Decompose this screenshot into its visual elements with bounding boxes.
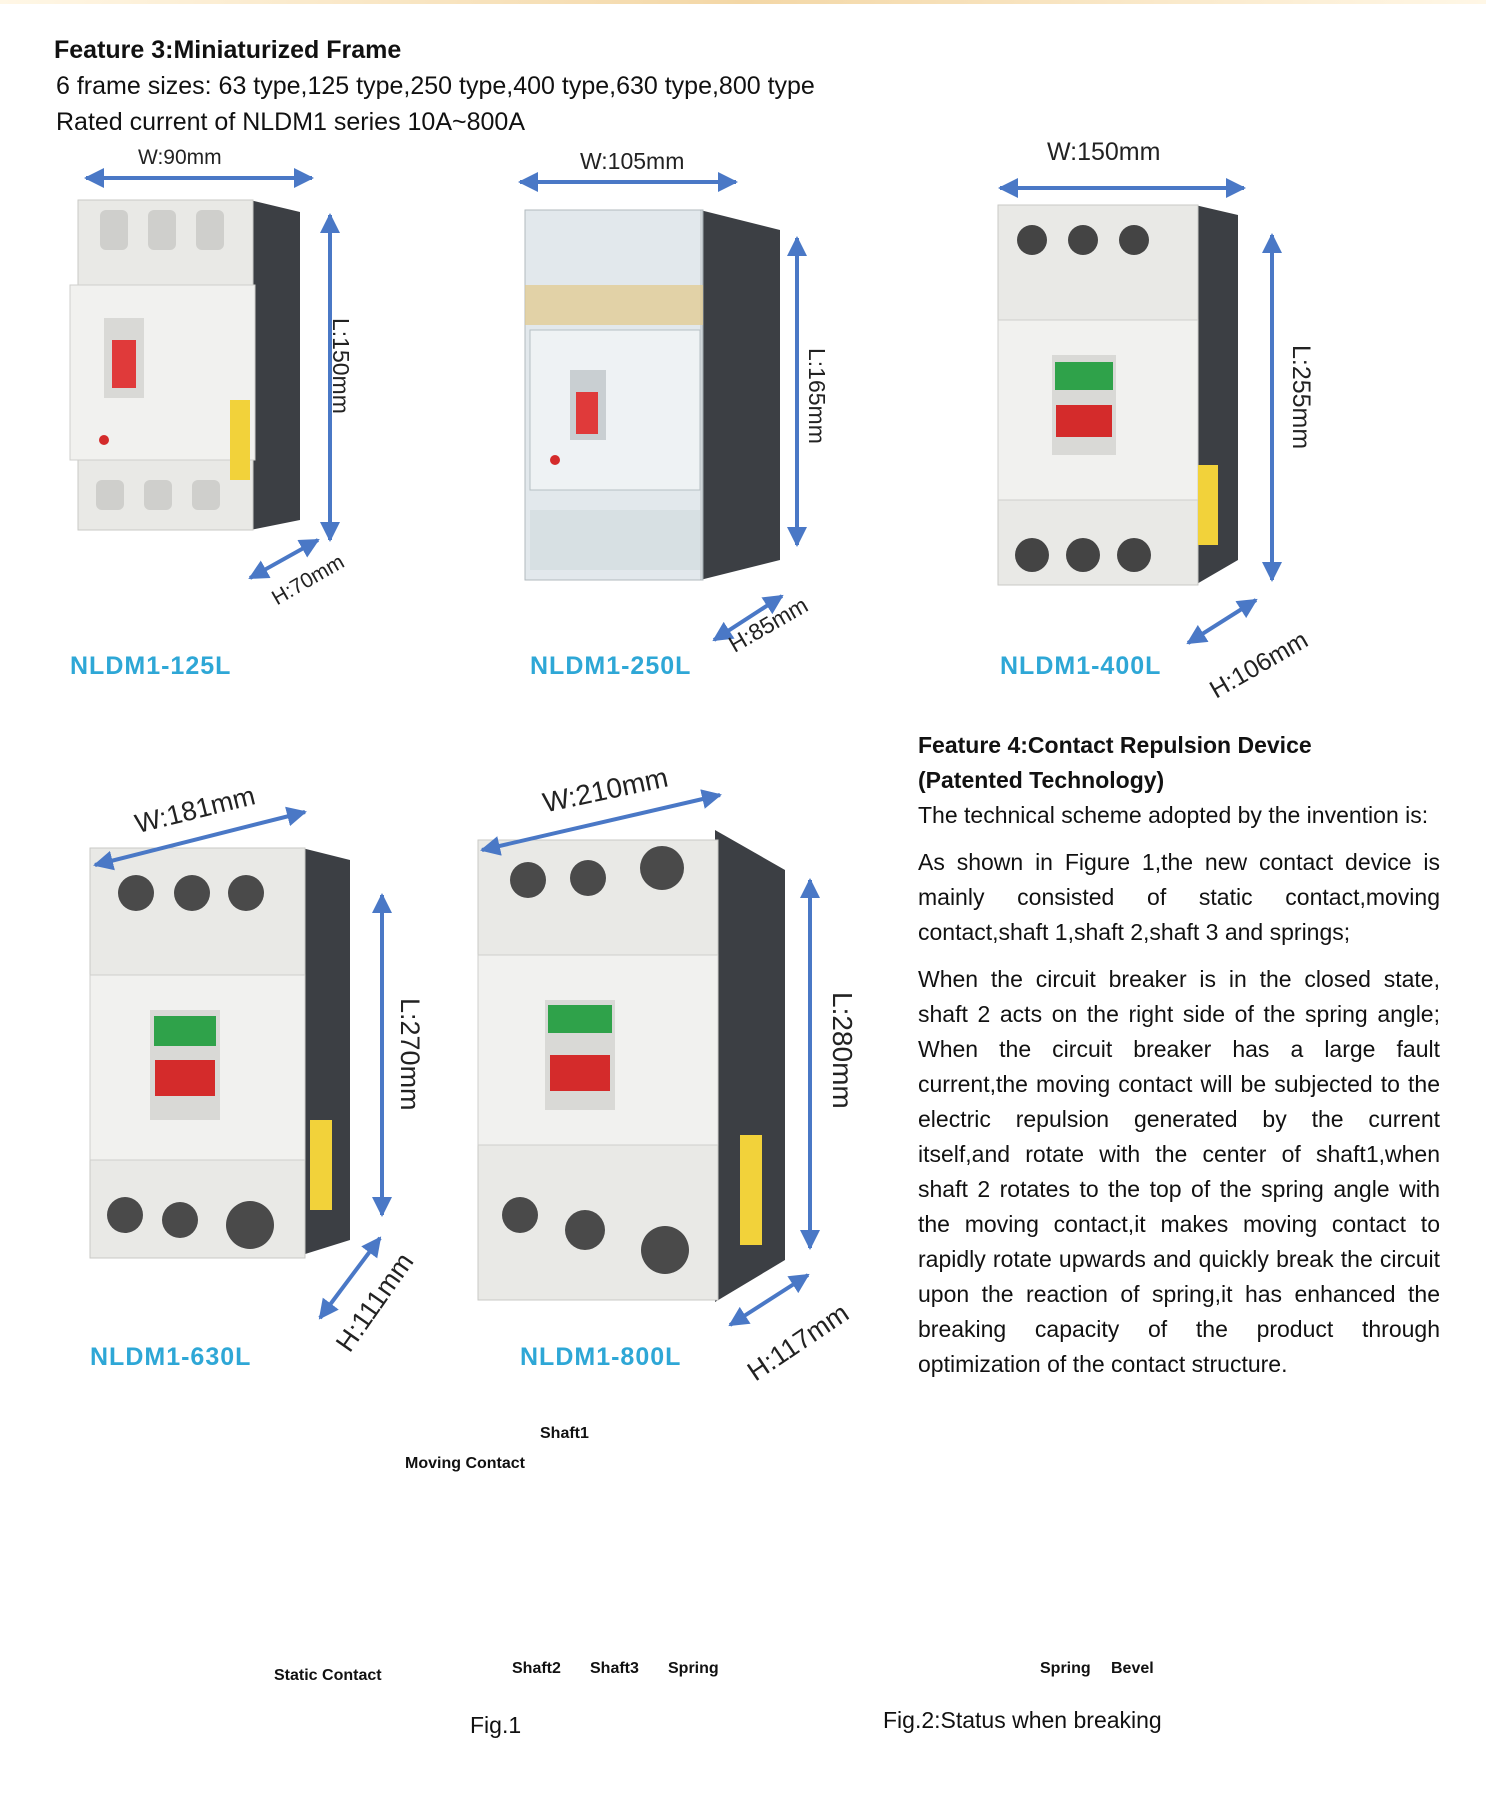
product-400l-width: W:150mm (1047, 138, 1161, 166)
feature4-para2: When the circuit breaker is in the close… (918, 966, 1440, 1377)
product-250l-length: L:165mm (804, 348, 830, 444)
feature3-frame-sizes: 6 frame sizes: 63 type,125 type,250 type… (56, 72, 815, 100)
product-630l-model: NLDM1-630L (90, 1343, 252, 1371)
product-630l-height: H:111mm (330, 1247, 420, 1358)
product-630l-length: L:270mm (395, 998, 425, 1111)
fig1-label-static-contact: Static Contact (274, 1667, 382, 1684)
product-125l-width: W:90mm (138, 146, 222, 169)
breaker-630l-image (89, 806, 392, 1320)
product-800l-height: H:117mm (742, 1297, 855, 1387)
feature4-section: Feature 4:Contact Repulsion Device (Pate… (918, 728, 1440, 1394)
feature3-rated-current: Rated current of NLDM1 series 10A~800A (56, 108, 525, 136)
fig2-diagram (0, 0, 1240, 1675)
product-400l-model: NLDM1-400L (1000, 652, 1162, 680)
product-800l-length: L:280mm (827, 992, 858, 1109)
fig2-label-spring: Spring (1040, 1660, 1091, 1677)
breaker-250l-image (518, 172, 807, 642)
feature4-subheading: (Patented Technology) (918, 767, 1165, 793)
feature4-para1: As shown in Figure 1,the new contact dev… (918, 849, 1440, 945)
fig2-caption: Fig.2:Status when breaking (883, 1707, 1162, 1733)
product-125l (0, 0, 340, 580)
breaker-800l-image (477, 789, 820, 1327)
product-800l-model: NLDM1-800L (520, 1343, 682, 1371)
fig1-label-shaft2: Shaft2 (512, 1660, 561, 1677)
fig1-label-spring: Spring (668, 1660, 719, 1677)
product-250l-model: NLDM1-250L (530, 652, 692, 680)
product-400l (0, 0, 1282, 645)
product-125l-model: NLDM1-125L (70, 652, 232, 680)
fig1-label-moving-contact: Moving Contact (405, 1455, 525, 1472)
top-decor-strip (0, 0, 1486, 4)
feature4-heading: Feature 4:Contact Repulsion Device (918, 732, 1312, 758)
breaker-125l-image (69, 168, 340, 580)
fig1-label-shaft3: Shaft3 (590, 1660, 639, 1677)
product-400l-height: H:106mm (1205, 625, 1313, 705)
fig2-breaking-status (757, 1440, 1240, 1675)
fig1-caption: Fig.1 (470, 1712, 522, 1738)
fig1-label-shaft1: Shaft1 (540, 1425, 589, 1442)
product-800l (0, 0, 820, 1327)
feature4-intro: The technical scheme adopted by the inve… (918, 802, 1429, 828)
product-125l-length: L:150mm (328, 318, 354, 414)
feature3-heading: Feature 3:Miniaturized Frame (54, 36, 402, 64)
fig2-label-bevel: Bevel (1111, 1660, 1154, 1677)
product-400l-length: L:255mm (1287, 345, 1315, 450)
product-630l-width: W:181mm (132, 780, 259, 840)
product-250l-width: W:105mm (580, 148, 685, 174)
product-630l (0, 0, 392, 1320)
product-250l (0, 0, 807, 642)
breaker-400l-image (997, 178, 1282, 645)
